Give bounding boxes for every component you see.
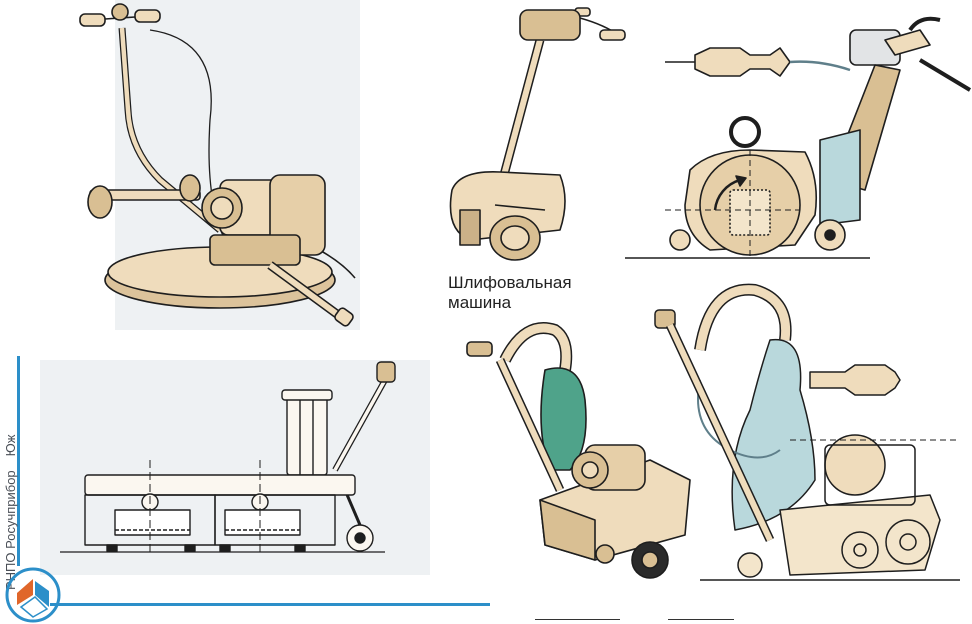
bottom-rule-right [668, 619, 734, 620]
caption-line-2: машина [448, 293, 512, 312]
branding-code: Юж [3, 434, 18, 457]
disc-floor-machine-illustration [79, 3, 356, 327]
drum-sander-technical-view [625, 16, 972, 260]
horizontal-accent-rule [50, 603, 490, 606]
drum-sander-illustration [449, 7, 626, 261]
bottom-rule-left [535, 619, 620, 620]
publisher-logo [5, 567, 61, 623]
disc-machine-technical-drawing [60, 361, 396, 555]
vertical-accent-rule [17, 356, 20, 566]
sander-with-green-dust-bag-illustration [466, 322, 691, 579]
machine-caption: Шлифовальная машина [448, 273, 572, 313]
sander-with-blue-dust-bag-drawing [654, 283, 960, 581]
caption-line-1: Шлифовальная [448, 273, 572, 292]
